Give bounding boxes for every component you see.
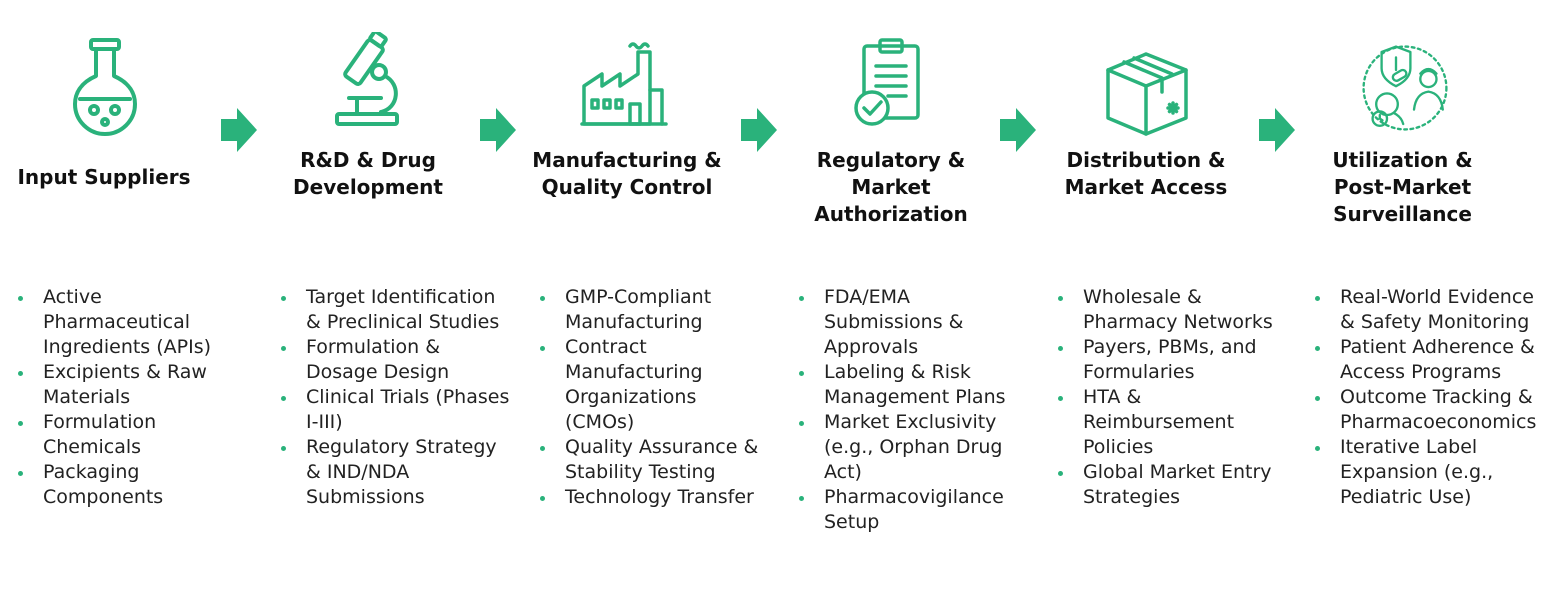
list-item: Wholesale & Pharmacy Networks: [1056, 285, 1291, 335]
list-item: Target Identification & Preclinical Stud…: [279, 285, 514, 335]
list-item: Labeling & Risk Management Plans: [797, 360, 1027, 410]
arrow-right-icon: [1000, 108, 1036, 152]
microscope-icon: [323, 32, 413, 132]
list-item: Excipients & Raw Materials: [16, 360, 236, 410]
list-item: Quality Assurance & Stability Testing: [538, 435, 768, 485]
arrow-right-icon: [741, 108, 777, 152]
stage-item-list: Target Identification & Preclinical Stud…: [279, 285, 514, 510]
factory-icon: [580, 38, 670, 138]
list-item: HTA & Reimbursement Policies: [1056, 385, 1291, 460]
stage-title: Regulatory & Market Authorization: [814, 148, 968, 226]
list-item: Contract Manufacturing Organizations (CM…: [538, 335, 768, 435]
arrow-right-icon: [221, 108, 257, 152]
stage-item-list: Wholesale & Pharmacy Networks Payers, PB…: [1056, 285, 1291, 510]
list-item: Active Pharmaceutical Ingredients (APIs): [16, 285, 236, 360]
stage-title: R&D & Drug Development: [293, 148, 443, 199]
list-item: Payers, PBMs, and Formularies: [1056, 335, 1291, 385]
list-item: GMP-Compliant Manufacturing: [538, 285, 768, 335]
list-item: Outcome Tracking & Pharmacoeconomics: [1313, 385, 1553, 435]
arrow-right-icon: [480, 108, 516, 152]
list-item: Market Exclusivity (e.g., Orphan Drug Ac…: [797, 410, 1027, 485]
stage-item-list: Real-World Evidence & Safety Monitoring …: [1313, 285, 1553, 510]
stage-item-list: Active Pharmaceutical Ingredients (APIs)…: [16, 285, 236, 510]
list-item: Technology Transfer: [538, 485, 768, 510]
list-item: Iterative Label Expansion (e.g., Pediatr…: [1313, 435, 1553, 510]
flask-icon: [60, 36, 150, 136]
list-item: Global Market Entry Strategies: [1056, 460, 1291, 510]
list-item: Patient Adherence & Access Programs: [1313, 335, 1553, 385]
list-item: Packaging Components: [16, 460, 236, 510]
stage-title: Input Suppliers: [17, 165, 191, 189]
arrow-right-icon: [1259, 108, 1295, 152]
stage-item-list: GMP-Compliant Manufacturing Contract Man…: [538, 285, 768, 510]
package-box-icon: [1102, 40, 1192, 140]
stage-title: Utilization & Post-Market Surveillance: [1332, 148, 1473, 226]
list-item: Pharmacovigilance Setup: [797, 485, 1027, 535]
list-item: Formulation Chemicals: [16, 410, 236, 460]
stage-item-list: FDA/EMA Submissions & Approvals Labeling…: [797, 285, 1027, 535]
stage-title: Distribution & Market Access: [1064, 148, 1228, 199]
stage-title: Manufacturing & Quality Control: [532, 148, 722, 199]
list-item: Regulatory Strategy & IND/NDA Submission…: [279, 435, 514, 510]
list-item: Formulation & Dosage Design: [279, 335, 514, 385]
list-item: Clinical Trials (Phases I-III): [279, 385, 514, 435]
list-item: Real-World Evidence & Safety Monitoring: [1313, 285, 1553, 335]
clipboard-check-icon: [844, 36, 934, 136]
list-item: FDA/EMA Submissions & Approvals: [797, 285, 1027, 360]
patient-care-icon: [1360, 38, 1450, 138]
